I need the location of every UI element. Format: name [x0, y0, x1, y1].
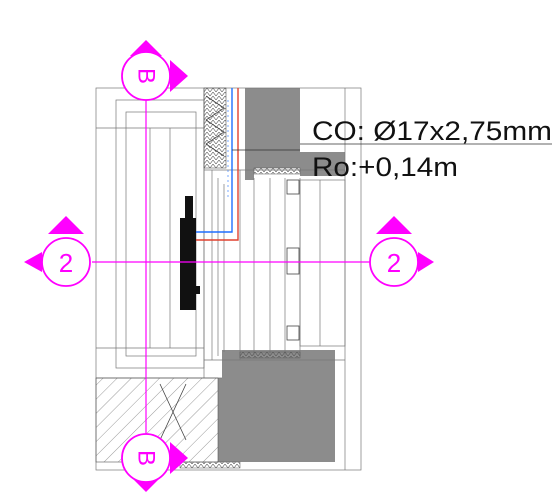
radiator	[180, 218, 196, 310]
section-marker-2-right	[369, 216, 434, 287]
wall-concrete-lower	[218, 378, 335, 462]
insulation-strip	[239, 351, 301, 359]
insulation-strip-top	[253, 167, 301, 175]
elevation-label: Ro:+0,14m	[312, 152, 458, 182]
section-label-2-right: 2	[387, 248, 401, 278]
section-label-b-top: B	[133, 68, 160, 84]
pipe-spec-label: CO: Ø17x2,75mm	[312, 116, 552, 146]
window-brackets	[286, 179, 300, 341]
return-pipe	[196, 88, 239, 241]
section-marker-b-bottom	[121, 433, 188, 492]
section-label-b-bottom: B	[133, 450, 160, 466]
wall-concrete	[222, 88, 335, 462]
radiator-bracket	[194, 286, 200, 294]
insulation-strip-bottom	[179, 461, 241, 469]
section-marker-2-left	[24, 216, 91, 287]
masonry-cross	[159, 383, 187, 441]
insulation-upper	[203, 87, 227, 169]
heating-pipes	[190, 88, 239, 241]
frame-lines	[95, 87, 362, 471]
section-marker-b-top	[121, 40, 188, 101]
section-label-2-left: 2	[59, 248, 73, 278]
insulation-zigzag	[205, 95, 225, 157]
radiator-valve	[185, 196, 193, 218]
section-lines	[92, 80, 372, 452]
supply-pipe	[190, 88, 233, 233]
